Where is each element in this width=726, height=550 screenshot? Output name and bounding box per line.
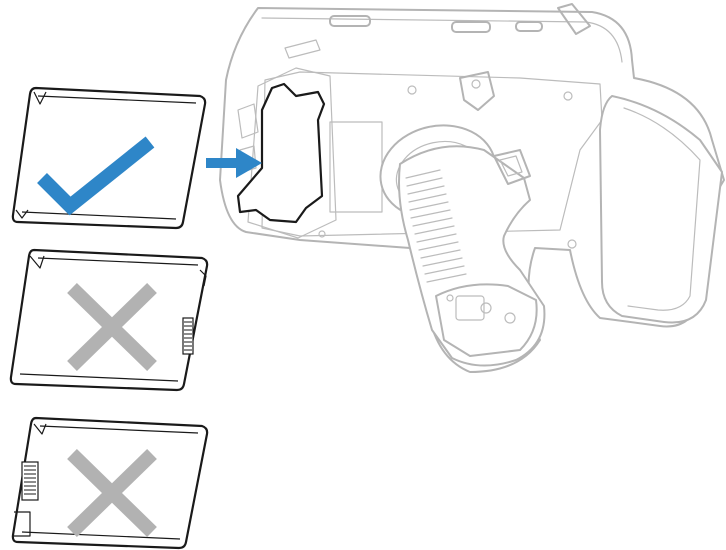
- battery-incorrect-2: [13, 418, 207, 548]
- arrow-shaft: [206, 158, 240, 168]
- battery-correct: [13, 88, 205, 228]
- battery-incorrect-1: [11, 250, 207, 390]
- battery-incorrect-2-contacts: [22, 462, 38, 500]
- battery-incorrect-1-contacts: [183, 318, 193, 354]
- battery-correct-body: [13, 88, 205, 228]
